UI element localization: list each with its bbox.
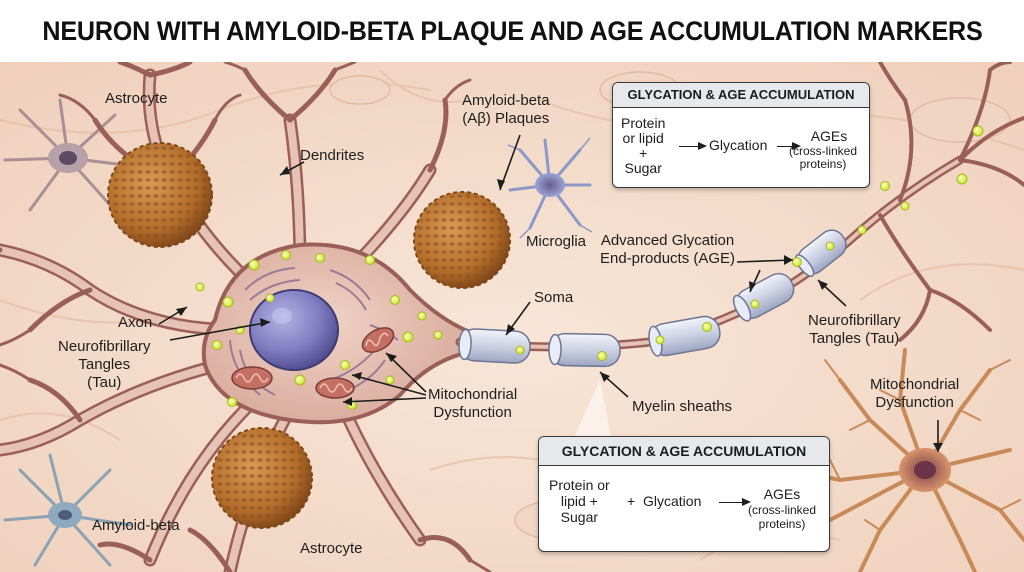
- info-box-top: GLYCATION & AGE ACCUMULATION Protein or …: [612, 82, 870, 188]
- astrocyte-bottom-right: [778, 348, 1024, 572]
- box-top-product-note: (cross-linked proteins): [788, 144, 857, 171]
- glia-bottom-left: [3, 453, 132, 567]
- box-bottom-process: Glycation: [643, 493, 702, 509]
- callout-wedge-bottom: [572, 380, 612, 442]
- label-tangles-left: Neurofibrillary Tangles (Tau): [58, 338, 151, 391]
- box-top-arrow-1: [679, 141, 707, 150]
- amyloid-plaques: [107, 142, 511, 529]
- label-astrocyte-top: Astrocyte: [105, 90, 168, 107]
- astrocyte-top-left: [3, 98, 127, 212]
- box-bottom-input: Protein or lipid + Sugar: [549, 477, 610, 525]
- box-bottom-product: AGEs: [763, 486, 801, 502]
- info-box-bottom: GLYCATION & AGE ACCUMULATION Protein or …: [538, 436, 830, 552]
- microglia-cell: [507, 137, 593, 239]
- label-dendrites: Dendrites: [300, 147, 365, 164]
- box-top-input: Protein or lipid + Sugar: [621, 115, 666, 176]
- label-amyloid-plaques: Amyloid-beta (Aβ) Plaques: [462, 92, 550, 127]
- plaque-top-left: [107, 142, 213, 248]
- soma-body: [201, 242, 472, 425]
- info-box-top-heading: GLYCATION & AGE ACCUMULATION: [613, 83, 869, 108]
- label-mito-right: Mitochondrial Dysfunction: [870, 376, 960, 411]
- label-age: Advanced Glycation End-products (AGE): [600, 232, 736, 267]
- title-bar: NEURON WITH AMYLOID-BETA PLAQUE AND AGE …: [0, 0, 1024, 62]
- plaque-top-center: [413, 191, 511, 289]
- label-axon: Axon: [118, 314, 153, 331]
- box-top-product: AGEs: [810, 128, 848, 144]
- box-bottom-product-note: (cross-linked proteins): [747, 503, 816, 531]
- label-soma: Soma: [534, 289, 574, 306]
- info-box-bottom-heading: GLYCATION & AGE ACCUMULATION: [539, 437, 829, 466]
- label-astrocyte-bottom: Astrocyte: [300, 540, 363, 557]
- box-top-process: Glycation: [709, 137, 768, 153]
- label-microglia: Microglia: [526, 233, 587, 250]
- nucleus: [249, 289, 339, 371]
- label-amyloid-bottom: Amyloid-beta: [92, 517, 180, 534]
- box-top-arrow-2: [777, 141, 801, 150]
- diagram-title: NEURON WITH AMYLOID-BETA PLAQUE AND AGE …: [41, 15, 983, 46]
- label-myelin: Myelin sheaths: [632, 398, 733, 415]
- plaque-bottom: [211, 427, 313, 529]
- box-bottom-plus: +: [627, 493, 636, 509]
- box-bottom-arrow: [719, 497, 751, 506]
- label-mito-center: Mitochondrial Dysfunction: [428, 386, 518, 421]
- label-tangles-right: Neurofibrillary Tangles (Tau): [808, 312, 901, 347]
- leader-arrowheads: [176, 166, 943, 452]
- mitochondria: [231, 327, 395, 399]
